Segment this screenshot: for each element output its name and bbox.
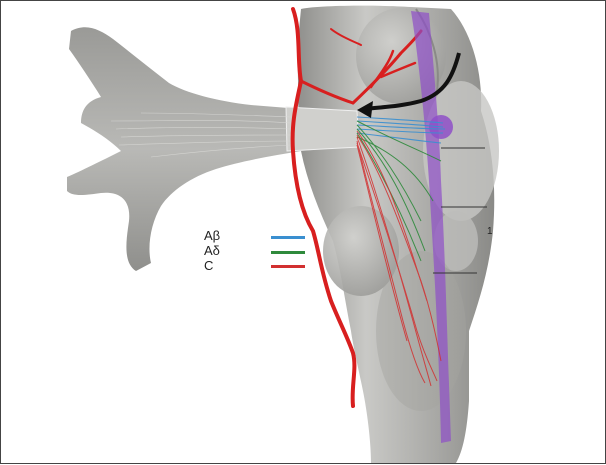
legend-swatch-adelta [271,251,305,254]
side-marker: 1 [487,225,493,239]
legend-swatch-c [271,265,305,268]
legend-label-adelta: Aδ [204,244,220,258]
legend-label-c: C [204,259,213,273]
legend-swatch-abeta [271,236,305,239]
legend-label-abeta: Aβ [204,229,220,243]
brainstem [297,6,499,463]
